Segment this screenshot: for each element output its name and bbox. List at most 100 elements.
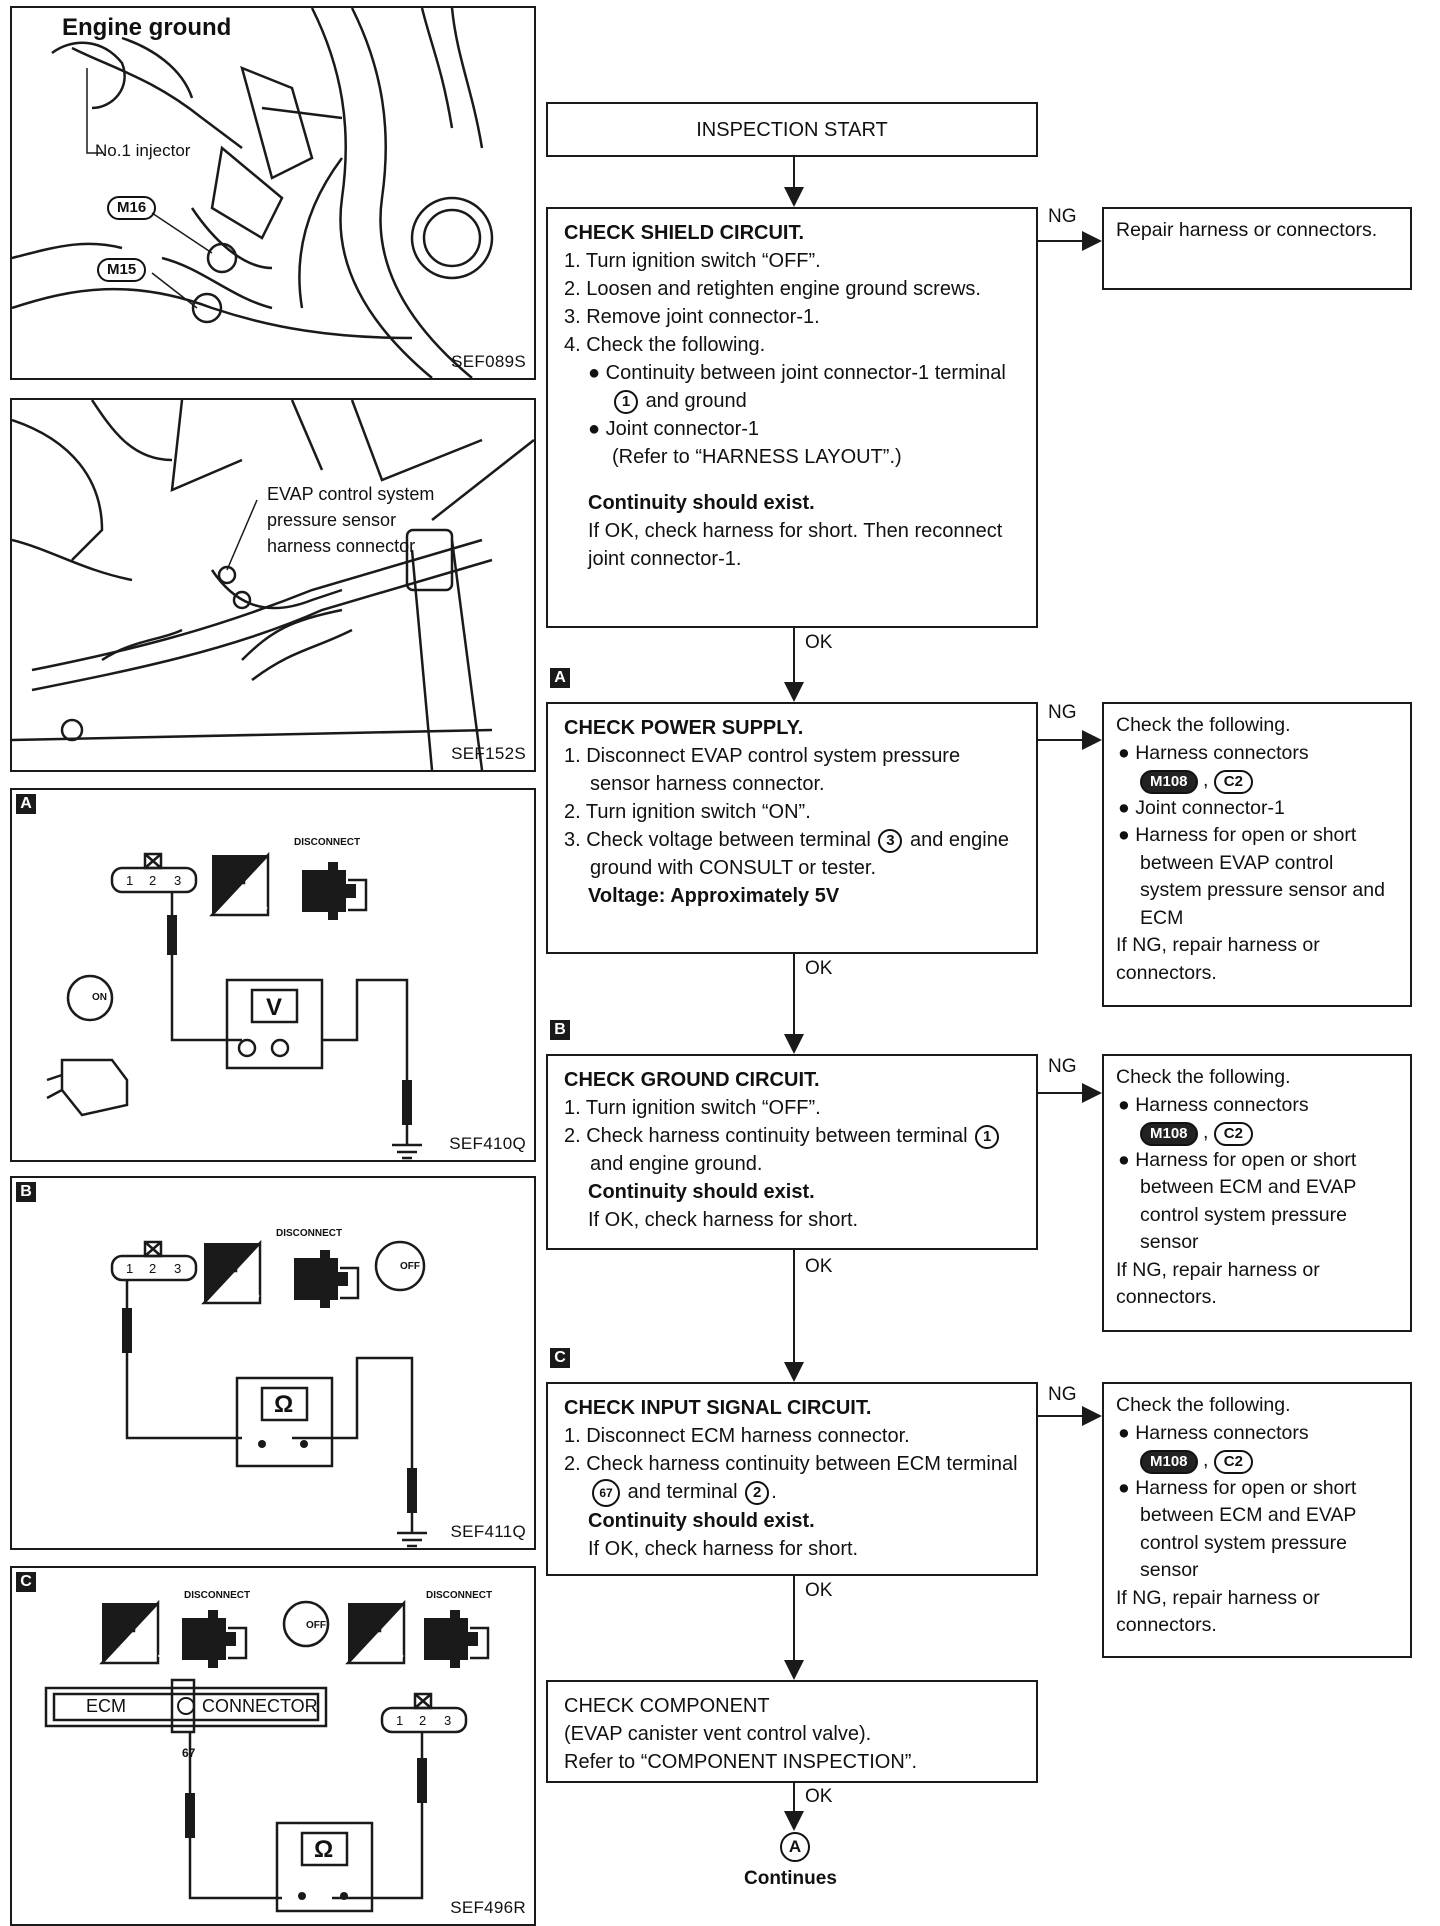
- pin-2: 2: [149, 873, 157, 888]
- ng-label-step4: NG: [1048, 1384, 1077, 1405]
- step-line: 1. Disconnect ECM harness connector.: [564, 1425, 910, 1447]
- connector-badges: M108 , C2: [1116, 767, 1398, 795]
- terminal-67-symbol: 67: [592, 1478, 620, 1507]
- step-line: 4. Check the following.: [564, 334, 766, 356]
- disconnect-label-1: DISCONNECT: [184, 1590, 251, 1601]
- ohmmeter-symbol: Ω: [274, 1391, 294, 1418]
- pin-1: 1: [396, 1713, 404, 1728]
- bullet-item: ● Joint connector-1: [588, 418, 760, 440]
- bullet-item: ● Harness for open or short between ECM …: [1118, 1148, 1357, 1254]
- ng-head: Check the following.: [1116, 1394, 1291, 1416]
- test-switch-label: T.S.: [236, 1284, 261, 1300]
- ok-label-step2: OK: [805, 958, 833, 979]
- injector-label: No.1 injector: [95, 141, 191, 160]
- bullet-subline: (Refer to “HARNESS LAYOUT”.): [612, 446, 902, 468]
- continues-label: Continues: [744, 1868, 837, 1889]
- pin-3: 3: [174, 873, 182, 888]
- section-letter-c: C: [16, 1572, 36, 1592]
- step-spec: Voltage: Approximately 5V: [588, 885, 840, 907]
- step-line: 1. Turn ignition switch “OFF”.: [564, 250, 821, 272]
- evap-sensor-illustration: [12, 400, 534, 770]
- connector-m15-badge: M15: [97, 258, 147, 282]
- figure-a-voltage-check: A 1 2 3 DISCONNECT T.S. ON V SEF410Q: [10, 788, 536, 1162]
- disconnect-label: DISCONNECT: [294, 837, 361, 848]
- step-title: CHECK GROUND CIRCUIT.: [564, 1069, 820, 1091]
- step-note: If OK, check harness for short. Then rec…: [588, 520, 1003, 570]
- flow-letter-c: C: [550, 1348, 570, 1368]
- step-check-component: CHECK COMPONENT (EVAP canister vent cont…: [546, 1680, 1038, 1783]
- ng-label-step2: NG: [1048, 702, 1077, 723]
- connector-badges: M108 , C2: [1116, 1119, 1398, 1147]
- ng-head: Check the following.: [1116, 714, 1291, 736]
- pin-3: 3: [174, 1261, 182, 1276]
- step-line: 2. Turn ignition switch “ON”.: [564, 801, 811, 823]
- figure-c-signal-check: C DISCONNECT DISCONNECT H.S. T.S. OFF EC…: [10, 1566, 536, 1926]
- flow-letter-b: B: [550, 1020, 570, 1040]
- terminal-67-label: 67: [182, 1746, 196, 1760]
- engine-ground-illustration: [12, 8, 494, 378]
- inspection-start-box: INSPECTION START: [546, 102, 1038, 157]
- step-line: 2. Check harness continuity between ECM …: [564, 1450, 1020, 1507]
- step-spec: Continuity should exist.: [588, 492, 815, 514]
- step-check-ground-circuit: CHECK GROUND CIRCUIT. 1. Turn ignition s…: [546, 1054, 1038, 1250]
- pin-1: 1: [126, 1261, 134, 1276]
- connector-c2-badge: C2: [1213, 1450, 1253, 1474]
- bullet-item: ● Harness connectors: [1118, 1093, 1309, 1116]
- step-line: 1. Disconnect EVAP control system pressu…: [564, 745, 961, 795]
- connector-m108-badge: M108: [1140, 770, 1198, 794]
- ng-box-ground-circuit: Check the following. ● Harness connector…: [1102, 1054, 1412, 1332]
- evap-callout-line2: pressure sensor: [267, 510, 397, 530]
- bullet-item: ● Joint connector-1: [1118, 796, 1285, 819]
- ok-label-step5: OK: [805, 1786, 833, 1807]
- step-line: CHECK COMPONENT: [564, 1695, 770, 1717]
- ok-label-step3: OK: [805, 1256, 833, 1277]
- bullet-item: ● Harness for open or short between EVAP…: [1118, 824, 1385, 929]
- figure-a-circuit: [46, 851, 422, 1160]
- evap-callout-line3: harness connector: [267, 536, 416, 556]
- bullet-item: ● Harness connectors: [1118, 1421, 1309, 1444]
- ohmmeter-symbol: Ω: [314, 1836, 334, 1863]
- connector-m16-badge: M16: [107, 196, 157, 220]
- terminal-1-symbol: 1: [975, 1124, 1000, 1149]
- step-check-input-signal: CHECK INPUT SIGNAL CIRCUIT. 1. Disconnec…: [546, 1382, 1038, 1576]
- continuation-letter: A: [788, 1837, 802, 1856]
- ng-tail: If NG, repair harness or connectors.: [1116, 1586, 1320, 1637]
- test-switch-label: T.S.: [244, 896, 269, 912]
- pin-3: 3: [444, 1713, 452, 1728]
- voltmeter-symbol: V: [266, 994, 283, 1021]
- ng-box-repair: Repair harness or connectors.: [1102, 207, 1412, 290]
- section-letter-b: B: [16, 1182, 36, 1202]
- bullet-item: ● Harness connectors: [1118, 741, 1309, 764]
- step-line: 2. Loosen and retighten engine ground sc…: [564, 278, 981, 300]
- step-note: If OK, check harness for short.: [588, 1209, 859, 1231]
- ng-tail: If NG, repair harness or connectors.: [1116, 934, 1320, 984]
- ok-label-step4: OK: [805, 1580, 833, 1601]
- step-spec: Continuity should exist.: [588, 1181, 815, 1203]
- ignition-on-label: ON: [92, 992, 107, 1003]
- figure-code: SEF089S: [451, 352, 526, 371]
- ng-box-input-signal: Check the following. ● Harness connector…: [1102, 1382, 1412, 1658]
- disconnect-label: DISCONNECT: [276, 1228, 343, 1239]
- figure-code: SEF410Q: [449, 1134, 526, 1153]
- harness-switch-label: H.S.: [134, 1644, 162, 1660]
- evap-callout-line1: EVAP control system: [267, 484, 435, 504]
- step-line: 3. Remove joint connector-1.: [564, 306, 820, 328]
- step-check-power-supply: CHECK POWER SUPPLY. 1. Disconnect EVAP c…: [546, 702, 1038, 954]
- figure-evap-sensor: EVAP control system pressure sensor harn…: [10, 398, 536, 772]
- figure-engine-ground: Engine ground No.1 injector M16 M15 SEF0…: [10, 6, 536, 380]
- ng-tail: If NG, repair harness or connectors.: [1116, 1258, 1320, 1309]
- ng-label-step1: NG: [1048, 206, 1077, 227]
- figure-b-continuity-check: B 1 2 3 DISCONNECT T.S. OFF Ω SEF411Q: [10, 1176, 536, 1550]
- ng-label-step3: NG: [1048, 1056, 1077, 1077]
- ng-action: Repair harness or connectors.: [1116, 219, 1378, 241]
- pin-1: 1: [126, 873, 134, 888]
- step-line: 1. Turn ignition switch “OFF”.: [564, 1097, 821, 1119]
- connector-c2-badge: C2: [1213, 1122, 1253, 1146]
- step-title: CHECK SHIELD CIRCUIT.: [564, 222, 805, 244]
- step-title: CHECK POWER SUPPLY.: [564, 717, 804, 739]
- test-switch-label: T.S.: [380, 1644, 405, 1660]
- figure-c-circuit: [44, 1599, 490, 1913]
- connector-m108-badge: M108: [1140, 1122, 1198, 1146]
- step-check-shield-circuit: CHECK SHIELD CIRCUIT. 1. Turn ignition s…: [546, 207, 1038, 628]
- figure-code: SEF411Q: [450, 1522, 526, 1541]
